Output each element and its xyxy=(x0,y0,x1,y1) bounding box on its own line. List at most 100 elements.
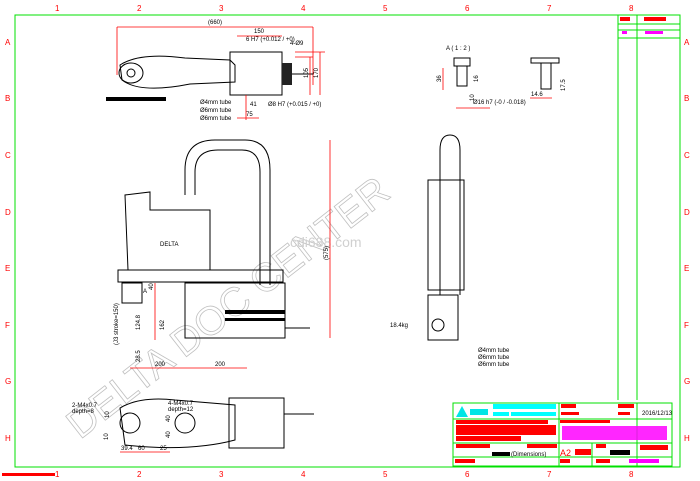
dim-200: 200 xyxy=(155,362,166,368)
bottom-view: 4-M4x0.7 depth=12 2-M4x0.7 depth=8 10 10… xyxy=(72,397,314,453)
row-label: H xyxy=(684,434,690,443)
row-label: D xyxy=(684,208,690,217)
column-label: 6 xyxy=(465,4,470,13)
dim-60: 60 xyxy=(138,446,145,452)
watermark-text: DELTA DOC CENTER xyxy=(58,168,397,447)
revision-redaction xyxy=(644,17,666,21)
pin-hole-callout: 6 H7 (+0.012 / +0) xyxy=(246,37,295,43)
dim-39-4: 39.4 xyxy=(121,446,133,452)
dim-150: 150 xyxy=(254,29,265,35)
dim-36: 36 xyxy=(437,75,443,82)
row-labels: A B C D E F G H A B C D E F G H xyxy=(5,38,690,443)
row-label: D xyxy=(5,208,11,217)
stroke-label: (J3 stroke=150) xyxy=(114,303,120,345)
arm-housing xyxy=(124,191,211,271)
dim-105: 105 xyxy=(304,67,310,78)
row-label: A xyxy=(5,38,11,47)
dim-40: 40 xyxy=(166,415,172,422)
row-label: C xyxy=(5,151,11,160)
row-label: B xyxy=(684,94,689,103)
column-label: 2 xyxy=(137,4,142,13)
revision-mark xyxy=(645,31,663,34)
watermark-site: cdi688.com xyxy=(290,234,362,250)
column-label: 2 xyxy=(137,470,142,479)
tap-depth: depth=12 xyxy=(168,407,194,413)
dim-162: 162 xyxy=(160,319,166,330)
row-label: C xyxy=(684,151,690,160)
tube-label: Ø6mm tube xyxy=(200,108,232,114)
column-label: 8 xyxy=(629,470,634,479)
revision-redaction xyxy=(620,17,630,21)
row-label: F xyxy=(684,321,689,330)
row-label: E xyxy=(684,264,689,273)
dim-25: 25 xyxy=(160,446,167,452)
column-label: 6 xyxy=(465,470,470,479)
detail-a-view: A ( 1 : 2 ) 36 16 10 Ø16 h7 (-0 / -0.018… xyxy=(437,46,567,109)
bore-callout: Ø8 H7 (+0.015 / +0) xyxy=(268,102,321,108)
row-label: G xyxy=(5,377,11,386)
detail-title: A ( 1 : 2 ) xyxy=(446,46,470,52)
column-labels: 1 2 3 4 5 6 7 8 1 2 3 4 5 6 7 8 xyxy=(55,4,634,479)
dim-200: 200 xyxy=(215,362,226,368)
shaft-callout: Ø16 h7 (-0 / -0.018) xyxy=(473,100,526,106)
column-label: 8 xyxy=(629,4,634,13)
dim-75: 75 xyxy=(246,112,253,118)
robot-logo-text: DELTA xyxy=(160,242,178,248)
dim-17-5: 17.5 xyxy=(561,79,567,91)
row-label: F xyxy=(5,321,10,330)
dim-28-5: 28.5 xyxy=(136,350,142,362)
tube-label: Ø6mm tube xyxy=(478,355,510,361)
dim-124-8: 124.8 xyxy=(136,314,142,330)
tube-label: Ø4mm tube xyxy=(478,348,510,354)
dim-10: 10 xyxy=(104,433,110,440)
sheet-border xyxy=(14,14,681,468)
holes-callout: 4-Ø9 xyxy=(290,41,304,47)
corner-redaction xyxy=(2,473,55,476)
mass-label: 18.4kg xyxy=(390,323,408,329)
company-logo xyxy=(456,406,468,417)
arm-link-outline xyxy=(119,55,236,89)
row-label: G xyxy=(684,377,690,386)
column-label: 7 xyxy=(547,470,552,479)
column-label: 1 xyxy=(55,4,60,13)
dim-10: 10 xyxy=(105,411,111,418)
drawing-subtitle: (Dimensions) xyxy=(511,452,546,458)
column-label: 4 xyxy=(301,470,306,479)
dim-14-6: 14.6 xyxy=(531,92,543,98)
dim-41: 41 xyxy=(250,102,257,108)
column-label: 7 xyxy=(547,4,552,13)
redacted-label xyxy=(106,97,166,101)
row-label: B xyxy=(5,94,10,103)
base-outline xyxy=(229,51,283,96)
dim-overall-length: (660) xyxy=(208,20,222,26)
dim-10: 10 xyxy=(470,94,476,101)
title-block: (Dimensions) 2016/12/13 A2 xyxy=(452,402,673,467)
column-label: 5 xyxy=(383,4,388,13)
dim-height: (575) xyxy=(324,246,330,260)
column-label: 5 xyxy=(383,470,388,479)
column-label: 4 xyxy=(301,4,306,13)
top-view: (660) 150 6 H7 (+0.012 / +0) 4-Ø9 170 10… xyxy=(106,20,325,122)
dim-40: 40 xyxy=(149,283,155,290)
revision-mark xyxy=(622,31,627,34)
tube-label: Ø6mm tube xyxy=(478,362,510,368)
tap-callout: 4-M4x0.7 xyxy=(168,401,194,407)
row-label: A xyxy=(684,38,690,47)
row-label: E xyxy=(5,264,10,273)
dim-40: 40 xyxy=(166,431,172,438)
tap-callout: 2-M4x0.7 xyxy=(72,403,98,409)
row-label: H xyxy=(5,434,11,443)
tube-label: Ø6mm tube xyxy=(200,116,232,122)
column-label: 3 xyxy=(219,470,224,479)
sheet-size: A2 xyxy=(560,448,571,458)
dim-16: 16 xyxy=(474,75,480,82)
column-label: 1 xyxy=(55,470,60,479)
drawing-date: 2016/12/13 xyxy=(642,411,673,417)
detail-ref: A xyxy=(143,289,147,295)
side-view: 18.4kg Ø4mm tube Ø6mm tube Ø6mm tube xyxy=(390,134,510,368)
column-label: 3 xyxy=(219,4,224,13)
dim-170: 170 xyxy=(314,67,320,78)
tap-depth: depth=8 xyxy=(72,409,95,415)
tube-label: Ø4mm tube xyxy=(200,100,232,106)
